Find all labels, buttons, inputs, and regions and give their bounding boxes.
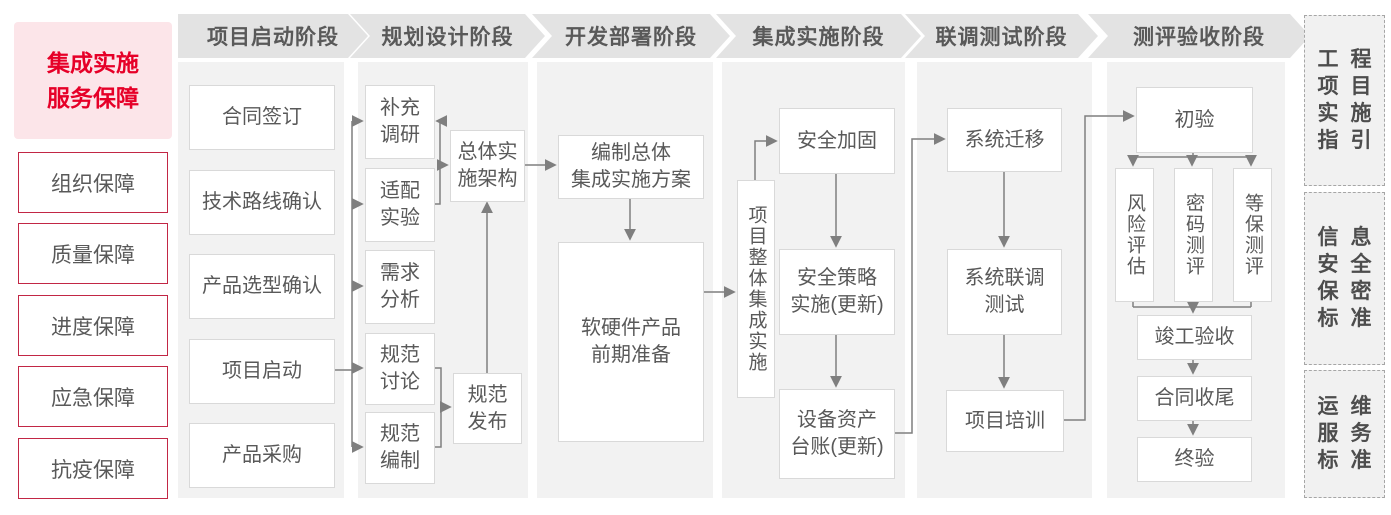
node-final-acceptance: 终验 [1137, 437, 1252, 482]
node-crypto-evaluation: 密码测评 [1174, 168, 1213, 302]
card-row: 安全 [1317, 252, 1384, 276]
node-spec-compilation: 规范 编制 [365, 412, 435, 484]
sidebar-item-emergency-guarantee: 应急保障 [18, 366, 168, 427]
card-row: 工程 [1317, 47, 1384, 71]
node-project-training: 项目培训 [946, 390, 1064, 452]
node-requirement-analysis: 需求 分析 [365, 250, 435, 324]
sidebar-item-quality-guarantee: 质量保障 [18, 223, 168, 284]
node-system-migration: 系统迁移 [947, 108, 1062, 172]
node-supplement-research: 补充 调研 [365, 85, 435, 159]
card-row: 服务 [1317, 421, 1384, 445]
node-procurement: 产品采购 [189, 423, 335, 488]
phase-header-kickoff: 项目启动阶段 [178, 14, 368, 58]
node-project-kickoff: 项目启动 [189, 339, 335, 404]
sidebar-item-schedule-guarantee: 进度保障 [18, 295, 168, 356]
side-card-project-implementation-guide: 工程 项目 实施 指引 [1304, 15, 1385, 186]
card-row: 运维 [1317, 394, 1384, 418]
card-row: 标准 [1317, 307, 1384, 331]
node-security-policy: 安全策略 实施(更新) [779, 249, 895, 335]
node-spec-release: 规范 发布 [453, 373, 522, 444]
node-asset-ledger: 设备资产 台账(更新) [779, 389, 895, 479]
node-adaptation-test: 适配 实验 [365, 168, 435, 242]
node-completion-acceptance: 竣工验收 [1137, 315, 1252, 360]
node-security-hardening: 安全加固 [779, 108, 895, 174]
node-initial-acceptance: 初验 [1136, 87, 1253, 153]
card-row: 实施 [1317, 102, 1384, 125]
card-row: 项目 [1317, 74, 1384, 98]
phase-header-joint-testing: 联调测试阶段 [905, 14, 1098, 58]
node-overall-architecture: 总体实 施架构 [450, 130, 525, 202]
node-contract-sign: 合同签订 [189, 85, 335, 150]
card-row: 指引 [1317, 129, 1384, 153]
node-product-preparation: 软硬件产品 前期准备 [558, 242, 704, 442]
node-plan-compilation: 编制总体 集成实施方案 [558, 135, 704, 199]
phase-header-integration: 集成实施阶段 [716, 14, 921, 58]
sidebar-item-organization-guarantee: 组织保障 [18, 152, 168, 213]
phase-header-dev-deploy: 开发部署阶段 [532, 14, 730, 58]
card-row: 标准 [1317, 449, 1384, 473]
node-overall-integration: 项目整体集成实施 [737, 180, 775, 398]
node-joint-debugging: 系统联调 测试 [947, 249, 1062, 335]
phase-header-planning: 规划设计阶段 [350, 14, 545, 58]
side-card-infosec-confidentiality-standard: 信息 安全 保密 标准 [1304, 192, 1385, 365]
node-spec-discussion: 规范 讨论 [365, 333, 435, 405]
card-row: 信息 [1317, 225, 1384, 249]
diagram-title: 集成实施 服务保障 [14, 22, 172, 139]
node-product-select: 产品选型确认 [189, 254, 335, 319]
phase-header-acceptance: 测评验收阶段 [1088, 14, 1310, 58]
node-contract-closure: 合同收尾 [1137, 376, 1252, 421]
side-card-ops-service-standard: 运维 服务 标准 [1304, 370, 1385, 498]
node-classified-protection: 等保测评 [1233, 168, 1272, 302]
node-risk-assessment: 风险评估 [1115, 168, 1154, 302]
node-tech-route: 技术路线确认 [189, 170, 335, 235]
card-row: 保密 [1317, 280, 1384, 303]
sidebar-item-epidemic-guarantee: 抗疫保障 [18, 438, 168, 499]
